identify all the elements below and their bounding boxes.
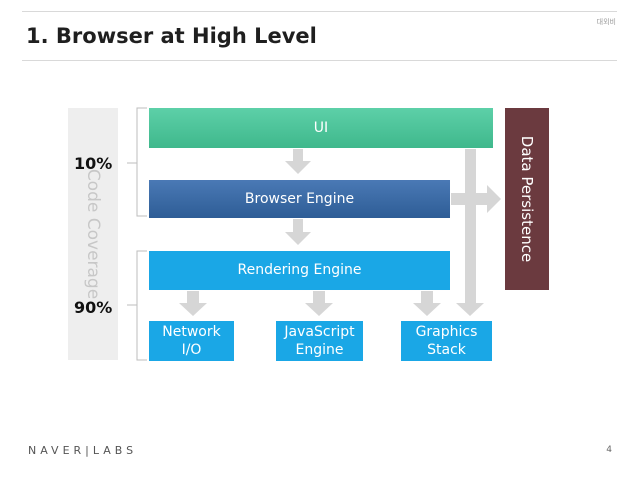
arrow-ui-to-browser-engine	[285, 149, 311, 174]
browser-engine-box: Browser Engine	[149, 180, 450, 218]
data-persistence-box	[505, 108, 549, 290]
coverage-90-percent: 90%	[74, 298, 113, 317]
naver-labs-logo: NAVER|LABS	[28, 444, 138, 457]
network-io-box: Network I/O	[149, 321, 234, 361]
network-io-label: Network I/O	[162, 323, 221, 358]
page-title: 1. Browser at High Level	[26, 24, 317, 48]
javascript-engine-label: JavaScript Engine	[284, 323, 355, 358]
bracket-90-percent	[136, 250, 147, 361]
title-rule	[22, 60, 617, 61]
graphics-stack-box: Graphics Stack	[401, 321, 492, 361]
arrow-rendering-to-javascript	[305, 291, 333, 316]
javascript-engine-box: JavaScript Engine	[276, 321, 363, 361]
arrow-rendering-to-network	[179, 291, 207, 316]
rendering-engine-label: Rendering Engine	[237, 262, 362, 279]
arrow-browser-to-rendering	[285, 219, 311, 245]
page-number: 4	[606, 445, 612, 455]
arrow-ui-to-graphics	[456, 149, 484, 316]
arrow-browser-to-persistence	[451, 185, 501, 213]
coverage-10-percent: 10%	[74, 154, 113, 173]
graphics-stack-label: Graphics Stack	[415, 323, 478, 358]
confidential-tag: 대외비	[596, 18, 616, 26]
ui-label: UI	[313, 119, 329, 136]
arrow-rendering-to-graphics	[413, 291, 441, 316]
browser-engine-label: Browser Engine	[244, 190, 355, 207]
bracket-10-percent	[136, 107, 147, 217]
top-rule	[22, 11, 617, 12]
rendering-engine-box: Rendering Engine	[149, 251, 450, 290]
ui-box: UI	[149, 108, 493, 148]
code-coverage-panel	[68, 108, 118, 360]
